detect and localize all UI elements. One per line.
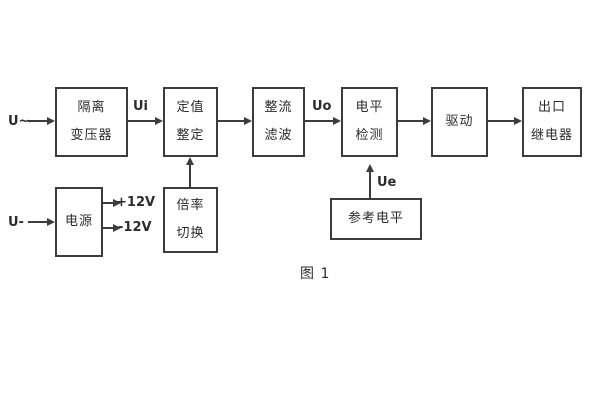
block-label-line2: 整定 bbox=[176, 127, 205, 143]
label-uo: Uo bbox=[312, 99, 332, 114]
arrow-rectify-to-detection bbox=[305, 117, 341, 125]
label-plus-12v: +12V bbox=[116, 195, 156, 210]
arrow-drive-to-relay bbox=[488, 117, 522, 125]
block-level-detection: 电平 检测 bbox=[341, 87, 398, 157]
arrow-ac-input-to-isolation bbox=[28, 117, 55, 125]
arrow-isolation-to-setting bbox=[128, 117, 163, 125]
block-label-line1: 电源 bbox=[64, 213, 93, 229]
block-rectify-filter: 整流 滤波 bbox=[252, 87, 305, 157]
block-label-line2: 检测 bbox=[355, 127, 384, 143]
arrow-power-minus-12v bbox=[103, 224, 121, 232]
block-isolation-transformer: 隔离 变压器 bbox=[55, 87, 128, 157]
block-reference-level: 参考电平 bbox=[330, 198, 422, 240]
label-ue: Ue bbox=[377, 175, 397, 190]
block-label-line1: 整流 bbox=[264, 99, 293, 115]
block-label-line2: 变压器 bbox=[70, 127, 113, 143]
arrow-dc-input-to-power bbox=[28, 218, 55, 226]
block-label-line1: 参考电平 bbox=[347, 210, 404, 226]
arrow-power-plus-12v bbox=[103, 199, 121, 207]
block-power-supply: 电源 bbox=[55, 187, 103, 257]
block-label-line1: 定值 bbox=[176, 99, 205, 115]
arrow-setting-to-rectify bbox=[218, 117, 252, 125]
label-ac-input: U~ bbox=[8, 114, 30, 129]
block-ratio-switch: 倍率 切换 bbox=[163, 187, 218, 253]
block-label-line1: 倍率 bbox=[176, 197, 205, 213]
label-minus-12v: -12V bbox=[118, 220, 152, 235]
block-label-line2: 滤波 bbox=[264, 127, 293, 143]
block-label-line1: 驱动 bbox=[445, 113, 474, 129]
figure-caption: 图 1 bbox=[300, 266, 331, 282]
arrow-detection-to-drive bbox=[398, 117, 431, 125]
block-label-line1: 电平 bbox=[355, 99, 384, 115]
block-output-relay: 出口 继电器 bbox=[522, 87, 582, 157]
block-drive: 驱动 bbox=[431, 87, 488, 157]
block-label-line1: 出口 bbox=[537, 99, 566, 115]
block-label-line2: 切换 bbox=[176, 225, 205, 241]
arrow-ratio-to-setting bbox=[186, 157, 194, 187]
label-ui: Ui bbox=[133, 99, 149, 114]
block-label-line1: 隔离 bbox=[77, 99, 106, 115]
arrow-reference-to-detection bbox=[366, 164, 374, 198]
block-label-line2: 继电器 bbox=[530, 127, 573, 143]
block-value-setting: 定值 整定 bbox=[163, 87, 218, 157]
label-dc-input: U- bbox=[8, 215, 24, 230]
